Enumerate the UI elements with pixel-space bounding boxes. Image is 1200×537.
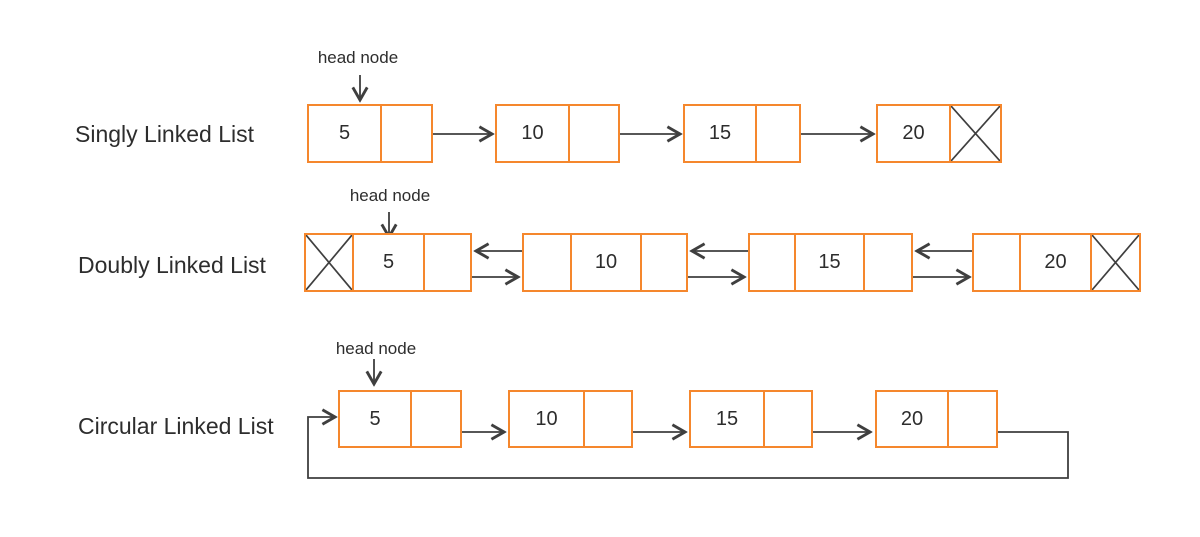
singly-node-3: 20 [876, 104, 1002, 163]
head-node-label: head node [317, 48, 399, 67]
next-pointer-cell [640, 235, 686, 290]
data-cell: 20 [900, 407, 924, 430]
head-node-label: head node [349, 186, 431, 205]
data-cell: 20 [902, 122, 925, 144]
null-x-icon [306, 235, 352, 290]
next-pointer-cell [949, 106, 1000, 161]
next-pointer-cell [380, 106, 431, 161]
doubly-node-2: 15 [748, 233, 913, 292]
null-x-icon [951, 106, 1000, 161]
head-node-label: head node [335, 339, 417, 358]
doubly-node-0: 5 [304, 233, 472, 292]
prev-pointer-cell [306, 235, 352, 290]
data-cell: 15 [715, 407, 739, 430]
next-pointer-cell [755, 106, 799, 161]
prev-pointer-cell [524, 235, 570, 290]
data-cell: 10 [535, 407, 558, 430]
data-cell: 5 [369, 407, 381, 430]
next-pointer-cell [863, 235, 911, 290]
singly-node-2: 15 [683, 104, 801, 163]
next-pointer-cell [568, 106, 618, 161]
prev-pointer-cell [974, 235, 1019, 290]
next-pointer-cell [763, 392, 811, 446]
circular-node-0: 5 [338, 390, 462, 448]
next-pointer-cell [1090, 235, 1139, 290]
doubly-node-3: 20 [972, 233, 1141, 292]
row-label-singly: Singly Linked List [75, 121, 254, 147]
data-cell: 5 [338, 122, 351, 144]
doubly-node-1: 10 [522, 233, 688, 292]
next-pointer-cell [423, 235, 470, 290]
next-pointer-cell [410, 392, 460, 446]
row-label-doubly: Doubly Linked List [78, 252, 266, 278]
circular-node-2: 15 [689, 390, 813, 448]
data-cell: 10 [521, 122, 544, 144]
row-label-circular: Circular Linked List [78, 413, 274, 439]
data-cell: 15 [794, 235, 863, 290]
circular-node-1: 10 [508, 390, 633, 448]
next-pointer-cell [583, 392, 631, 446]
data-cell: 15 [708, 122, 732, 144]
null-x-icon [1092, 235, 1139, 290]
circular-node-3: 20 [875, 390, 998, 448]
data-cell: 20 [1019, 235, 1090, 290]
singly-node-0: 5 [307, 104, 433, 163]
next-pointer-cell [947, 392, 996, 446]
data-cell: 5 [352, 235, 423, 290]
singly-node-1: 10 [495, 104, 620, 163]
data-cell: 10 [570, 235, 640, 290]
prev-pointer-cell [750, 235, 794, 290]
